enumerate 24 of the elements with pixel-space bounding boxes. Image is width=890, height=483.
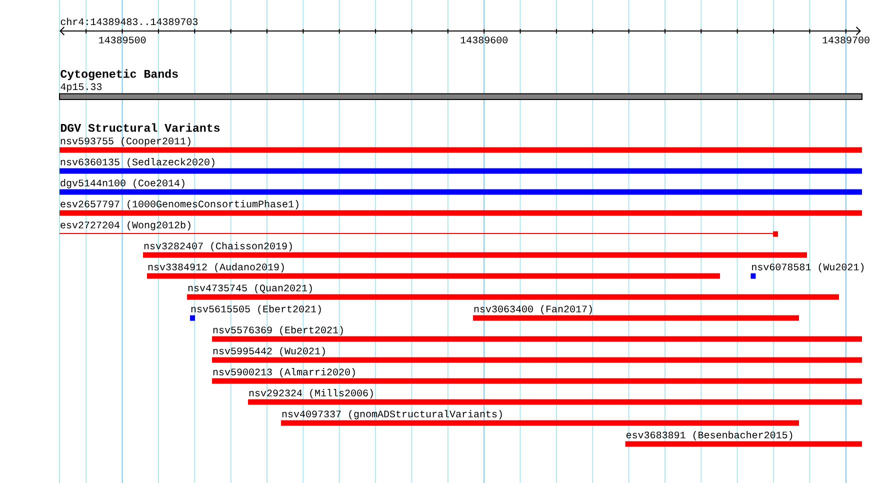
variant-label: esv2727204 (Wong2012b) [60,221,190,230]
variant-label: nsv6360135 (Sedlazeck2020) [60,158,214,168]
coordinate-range: chr4:14389483..14389703 [60,18,198,26]
variant-label: nsv6078581 (Wu2021) [752,263,864,272]
variant-label: dgv5144n100 (Coe2014) [60,179,184,188]
variant-label: nsv5900213 (Almarri2020) [213,368,355,378]
variant-label: nsv5615505 (Ebert2021) [191,305,321,314]
variant-label: nsv4097337 (gnomADStructuralVariants) [282,410,502,420]
band-label: 4p15.33 [60,83,102,92]
variant-label: nsv5995442 (Wu2021) [213,347,325,356]
variant-label: nsv3384912 (Audano2019) [148,263,284,272]
variant-label: nsv3063400 (Fan2017) [474,305,592,314]
track-title: Cytogenetic Bands [60,69,178,80]
variant-label: esv3683891 (Besenbacher2015) [626,431,792,440]
variant-label: nsv292324 (Mills2006) [249,389,373,398]
tick-label: 14389700 [822,36,870,44]
variant-label: nsv3282407 (Chaisson2019) [144,242,292,252]
variant-label: esv2657797 (1000GenomesConsortiumPhase1) [60,200,298,210]
variant-label: nsv593755 (Cooper2011) [60,137,190,146]
variant-label: nsv4735745 (Quan2021) [188,284,312,294]
tick-label: 14389600 [460,36,508,44]
variant-label: nsv5576369 (Ebert2021) [213,326,343,336]
tick-label: 14389500 [99,36,146,44]
track-title: DGV Structural Variants [60,123,220,132]
